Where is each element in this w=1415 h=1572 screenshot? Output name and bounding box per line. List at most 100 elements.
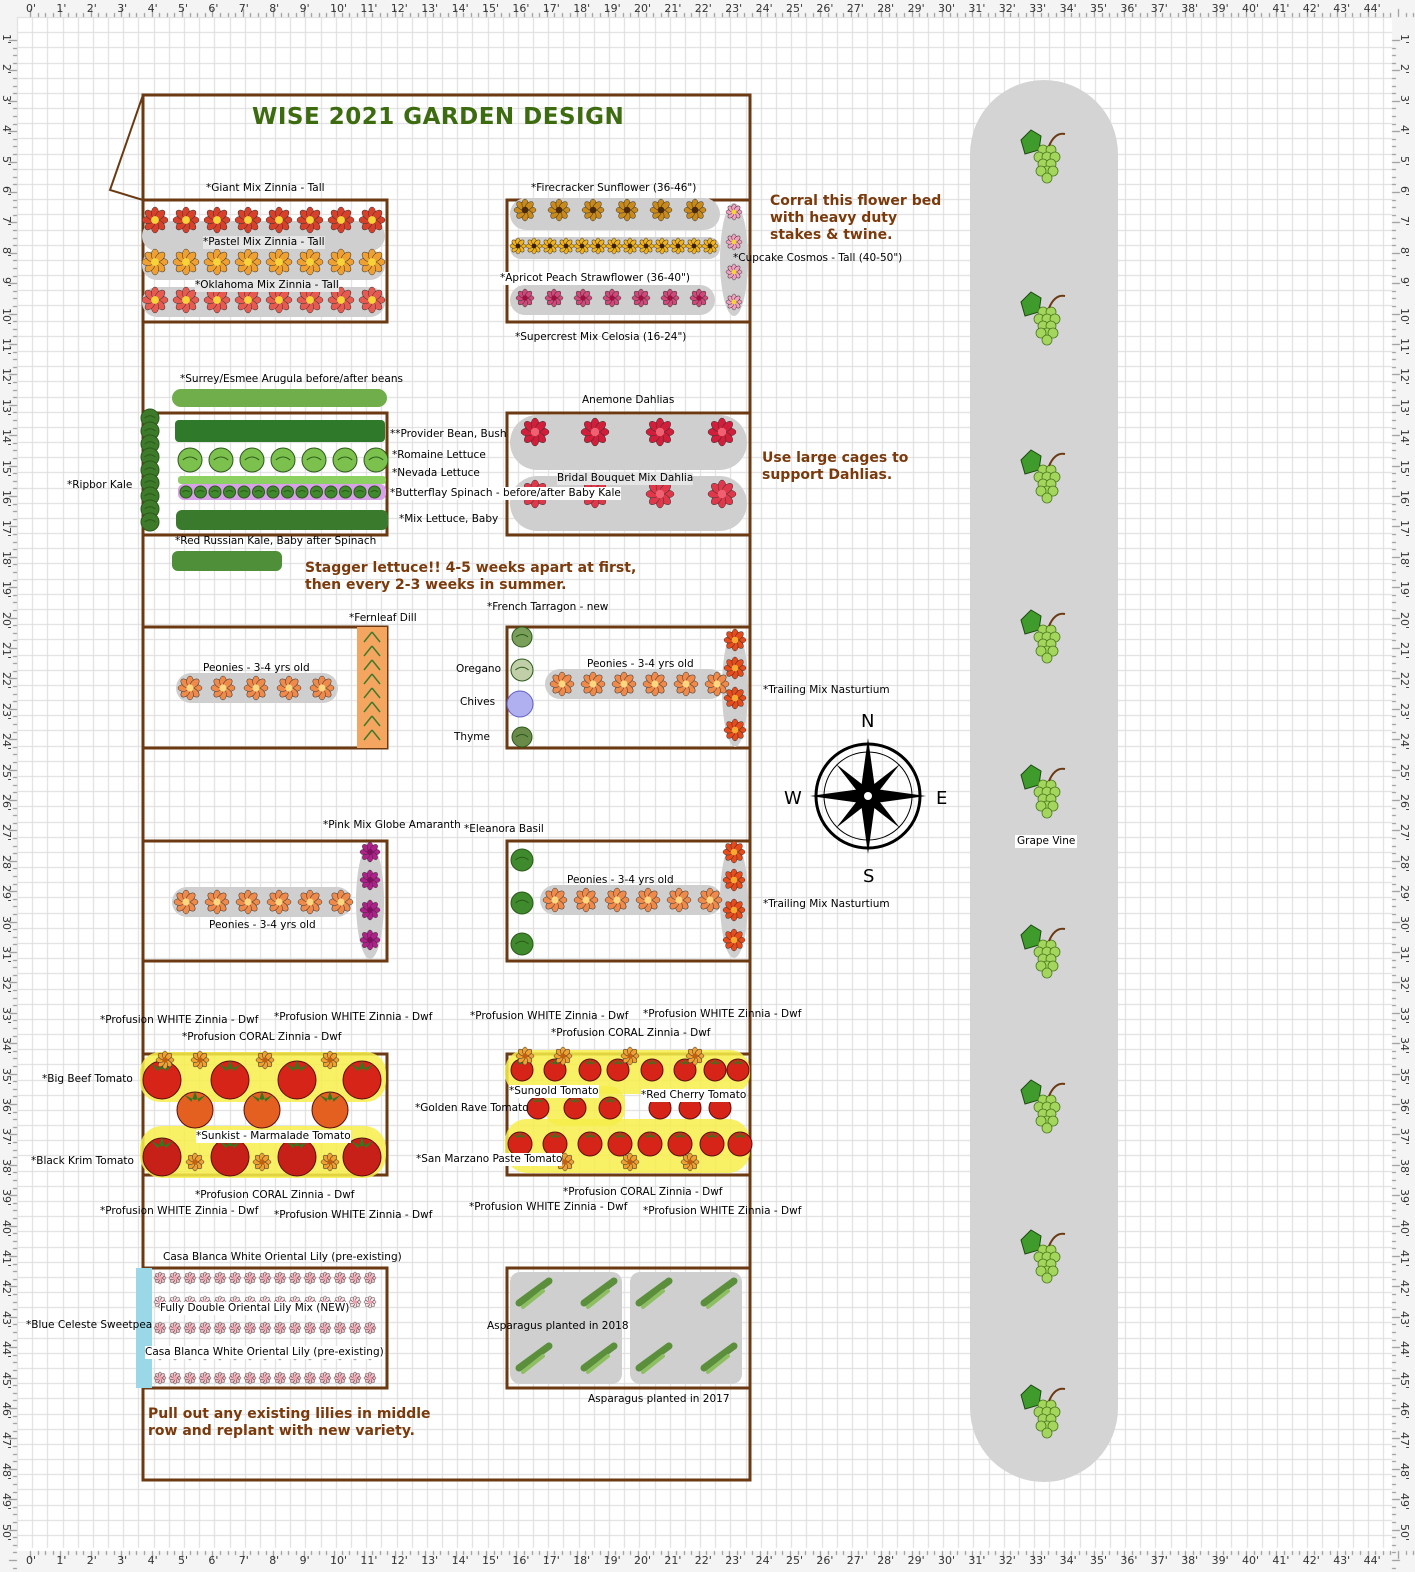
leaf-body xyxy=(510,658,534,682)
cherry-tomato xyxy=(606,1058,630,1082)
flower-center xyxy=(323,1276,327,1280)
flower-center xyxy=(367,877,373,883)
arugula-row xyxy=(172,389,387,407)
flower-center xyxy=(692,1053,698,1059)
label-asparagus-2018: Asparagus planted in 2018 xyxy=(487,1320,629,1332)
anemone-dahlia xyxy=(580,417,610,447)
coral-zinnia xyxy=(620,1152,640,1172)
flower-center xyxy=(218,1326,222,1330)
coral-zinnia xyxy=(553,1046,573,1066)
flower-center xyxy=(244,296,252,304)
cherry-tomato xyxy=(578,1058,602,1082)
celosia-plant xyxy=(515,288,535,308)
lily-flower xyxy=(168,1371,182,1385)
basil-plant xyxy=(510,848,534,872)
lily-flower xyxy=(183,1321,197,1335)
leaf-vein xyxy=(515,734,529,738)
leaf-vein xyxy=(244,456,260,461)
flower-center xyxy=(551,295,557,301)
tomato-leaf xyxy=(642,1131,658,1139)
dill-frond xyxy=(363,659,381,671)
zinnia-flower xyxy=(172,206,200,234)
grape-vine xyxy=(1020,764,1066,819)
globe-amaranth xyxy=(359,841,381,863)
grape-leaf xyxy=(1020,449,1042,475)
ruler-top-label: 2' xyxy=(86,2,97,15)
lily-flower xyxy=(198,1271,212,1285)
romaine-plant xyxy=(332,447,358,473)
flower-center xyxy=(353,1300,357,1304)
flower-center xyxy=(643,243,649,249)
flower-center xyxy=(368,216,376,224)
flower-center xyxy=(338,1326,342,1330)
ruler-top-label: 44' xyxy=(1363,2,1381,15)
flower-center xyxy=(293,1276,297,1280)
flower-center xyxy=(327,1159,333,1165)
grape xyxy=(1041,652,1053,664)
sunflower-dwarf xyxy=(573,237,591,255)
ruler-top-label: 24' xyxy=(755,2,773,15)
dill-frond xyxy=(363,673,381,685)
lily-flower xyxy=(273,1271,287,1285)
compass-rose xyxy=(810,738,926,854)
flower-center xyxy=(244,898,252,906)
flower-center xyxy=(657,206,665,214)
bean-row xyxy=(175,420,385,442)
asparagus-spear-2 xyxy=(521,1289,545,1309)
flower-center xyxy=(731,269,737,275)
tomato-leaf xyxy=(732,1131,748,1139)
nasturtium-flower xyxy=(722,898,746,922)
flower-center xyxy=(731,664,739,672)
leaf-body xyxy=(310,485,323,499)
flower-center xyxy=(213,216,221,224)
flower-center xyxy=(337,216,345,224)
sunkist-tomato xyxy=(176,1091,214,1129)
ruler-bottom-label: 36' xyxy=(1120,1554,1138,1567)
label-casa-blanca-2: Casa Blanca White Oriental Lily (pre-exi… xyxy=(145,1346,384,1359)
flower-center xyxy=(627,243,633,249)
spinach-plant xyxy=(353,485,367,499)
spinach-plant xyxy=(237,485,251,499)
flower-center xyxy=(248,1276,252,1280)
flower-center xyxy=(530,427,540,437)
peony-flower xyxy=(604,887,630,913)
flower-center xyxy=(263,1376,267,1380)
flower-center xyxy=(353,1276,357,1280)
ruler-bottom-label: 10' xyxy=(330,1554,348,1567)
flower-center xyxy=(308,1276,312,1280)
ruler-bottom-label: 6' xyxy=(208,1554,219,1567)
flower-center xyxy=(306,296,314,304)
flower-center xyxy=(318,684,326,692)
leaf-vein xyxy=(144,506,156,510)
ruler-top-label: 40' xyxy=(1242,2,1260,15)
zinnia-flower xyxy=(296,206,324,234)
flower-center xyxy=(186,684,194,692)
garden-outline xyxy=(141,93,752,1482)
label-tarragon: *French Tarragon - new xyxy=(487,601,609,613)
san-marzano-tomato xyxy=(607,1131,633,1157)
flower-center xyxy=(158,1376,162,1380)
flower-center xyxy=(293,1326,297,1330)
ruler-bottom-label: 33' xyxy=(1029,1554,1047,1567)
flower-center xyxy=(278,1326,282,1330)
label-fully-double: Fully Double Oriental Lily Mix (NEW) xyxy=(160,1302,350,1315)
flower-center xyxy=(259,1159,265,1165)
tomato-leaf xyxy=(350,1137,374,1149)
ruler-top-label: 29' xyxy=(907,2,925,15)
lily-flower xyxy=(318,1321,332,1335)
tomato-leaf xyxy=(531,1096,545,1104)
ruler-top-label: 17' xyxy=(542,2,560,15)
asparagus-plant xyxy=(580,1342,618,1374)
leaf-body xyxy=(324,485,338,499)
leaf-vein xyxy=(213,456,229,461)
flower-center xyxy=(275,898,283,906)
leaf-vein xyxy=(368,456,384,461)
leaf-vein xyxy=(370,490,379,493)
ruler-top-label: 14' xyxy=(451,2,469,15)
basil-plant xyxy=(510,891,534,915)
spinach-plant xyxy=(208,485,222,499)
flower-center xyxy=(337,296,345,304)
grape xyxy=(1041,334,1053,346)
label-giant-zinnia: *Giant Mix Zinnia - Tall xyxy=(206,182,325,194)
ruler-top-label: 11' xyxy=(360,2,378,15)
